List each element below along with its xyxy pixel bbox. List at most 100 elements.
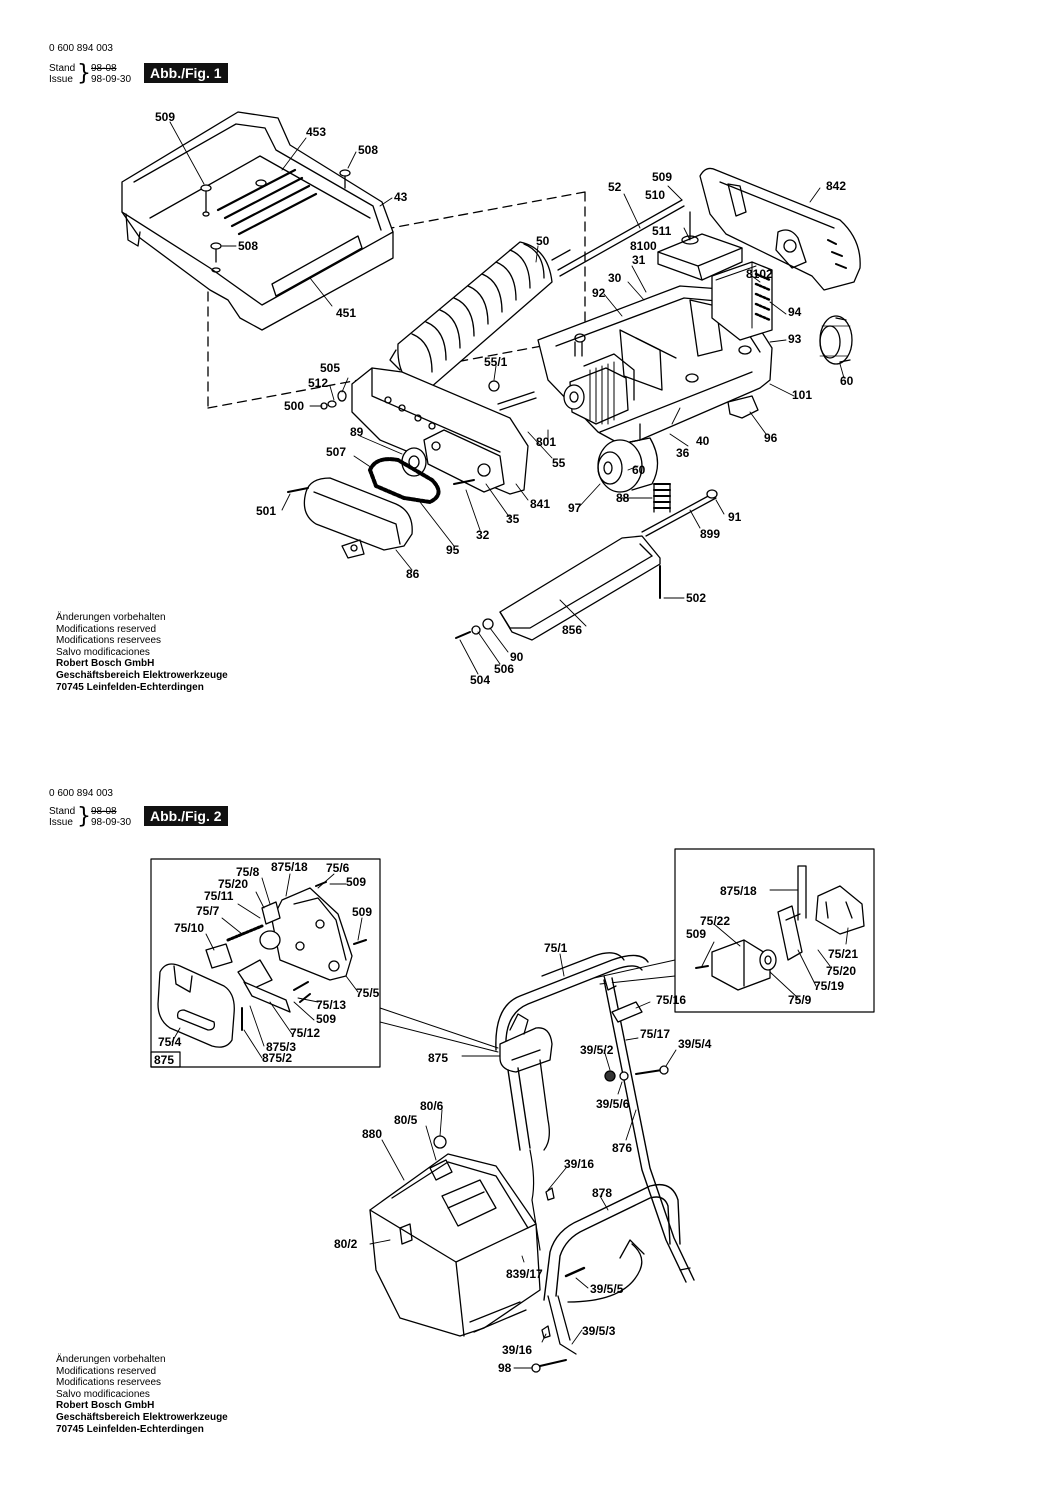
notes-line-2: Modifications reserved	[56, 1365, 157, 1377]
fig2-part-label: 509	[686, 927, 706, 941]
fig1-part-label: 31	[632, 253, 646, 267]
fig2-left-upright	[507, 1059, 550, 1251]
fig2-part-label: 75/22	[700, 914, 730, 928]
fig2-part-label: 509	[352, 905, 372, 919]
fig2-part-label: 75/13	[316, 998, 346, 1012]
fig2-part-label: 75/8	[236, 865, 260, 879]
sheet2-figure-title: Abb./Fig. 2	[144, 806, 228, 826]
notes-line-3: Modifications reservees	[56, 1377, 162, 1389]
sheet2-brace: }	[77, 804, 91, 829]
fig1-part-label: 8102	[746, 267, 773, 281]
fig1-belt	[368, 457, 441, 504]
fig1-part-label: 40	[696, 434, 710, 448]
sheet1-issue-label: Issue	[49, 74, 73, 85]
fig1-axle-cap	[706, 489, 718, 499]
fig1-part-label: 60	[632, 463, 646, 477]
fig2-part-label: 39/5/6	[596, 1097, 630, 1111]
fig1-part-label: 507	[326, 445, 346, 459]
notes-line-4: Salvo modificaciones	[56, 646, 150, 658]
fig2-part-label: 876	[612, 1141, 632, 1155]
fig1-part-label: 511	[652, 224, 672, 238]
fig2-part-label: 75/9	[788, 993, 812, 1007]
fig1-part-label: 512	[308, 376, 328, 390]
fig1-roller	[389, 241, 571, 389]
fig2-part-label: 39/5/5	[590, 1282, 624, 1296]
fig1-part-label: 504	[470, 673, 490, 687]
notes-line-4: Salvo modificaciones	[56, 1388, 150, 1400]
fig1-part-label: 95	[446, 543, 460, 557]
fig2-part-label: 875/2	[262, 1051, 292, 1065]
notes-line-1: Änderungen vorbehalten	[56, 1354, 166, 1365]
sheet1-stand-label: Stand	[49, 63, 76, 74]
fig1-screw-90	[455, 618, 494, 639]
notes-company: Robert Bosch GmbH	[56, 1400, 155, 1412]
fig1-part-label: 801	[536, 435, 556, 449]
fig1-screw-501	[287, 487, 309, 493]
sheet1-doc-number: 0 600 894 003	[49, 43, 113, 54]
fig1-small-hardware	[320, 390, 347, 410]
fig2-part-label: 80/6	[420, 1099, 444, 1113]
fig2-part-label: 80/2	[334, 1237, 358, 1251]
fig2-screw-39-5-5	[564, 1266, 586, 1278]
fig1-wheel-lower	[597, 437, 659, 493]
fig1-part-label: 86	[406, 567, 420, 581]
sheet1-stand-value: 98-08	[91, 63, 117, 74]
fig2-part-label: 875	[428, 1051, 448, 1065]
notes-division: Geschäftsbereich Elektrowerkzeuge	[56, 669, 228, 681]
fig1-part-label: 90	[510, 650, 524, 664]
fig2-part-label: 75/20	[218, 877, 248, 891]
sheet1-notes: Änderungen vorbehalten Modifications res…	[56, 612, 228, 693]
fig1-part-label: 55	[552, 456, 566, 470]
fig1-part-label: 97	[568, 501, 582, 515]
fig2-part-label: 80/5	[394, 1113, 418, 1127]
fig2-grass-box	[369, 1135, 541, 1337]
fig2-part-label: 39/16	[502, 1343, 532, 1357]
fig2-part-label: 875	[154, 1053, 174, 1067]
fig1-belt-cover	[303, 477, 413, 559]
fig1-part-label: 50	[536, 234, 550, 248]
notes-line-1: Änderungen vorbehalten	[56, 612, 166, 623]
fig1-part-label: 509	[155, 110, 175, 124]
fig2-lower-handle	[543, 1183, 681, 1355]
fig1-pulley	[401, 447, 427, 477]
fig2-part-label: 75/4	[158, 1035, 182, 1049]
fig1-part-label: 94	[788, 305, 802, 319]
fig1-part-label: 451	[336, 306, 356, 320]
fig2-part-label: 75/12	[290, 1026, 320, 1040]
fig1-part-label: 502	[686, 591, 706, 605]
fig2-switch-housing	[205, 881, 367, 1031]
fig1-part-label: 60	[840, 374, 854, 388]
fig2-inset-tag-box	[150, 1051, 181, 1068]
sheet1-brace: }	[77, 61, 91, 86]
fig1-part-label: 899	[700, 527, 720, 541]
fig1-part-label: 43	[394, 190, 408, 204]
fig2-part-label: 875/18	[720, 884, 757, 898]
fig2-upper-handle	[495, 952, 649, 1051]
sheet2-doc-number: 0 600 894 003	[49, 788, 113, 799]
fig2-switch-cover	[157, 963, 235, 1048]
fig1-terminal-box	[657, 211, 743, 281]
fig1-part-label: 501	[256, 504, 276, 518]
notes-address: 70745 Leinfelden-Echterdingen	[56, 681, 204, 693]
fig2-right-inset-parts	[695, 865, 865, 991]
notes-line-2: Modifications reserved	[56, 623, 157, 635]
fig2-part-label: 509	[316, 1012, 336, 1026]
fig2-clip	[611, 1001, 643, 1023]
fig1-part-label: 91	[728, 510, 742, 524]
fig2-part-label: 75/21	[828, 947, 858, 961]
fig1-part-label: 93	[788, 332, 802, 346]
notes-division: Geschäftsbereich Elektrowerkzeuge	[56, 1411, 228, 1423]
notes-company: Robert Bosch GmbH	[56, 658, 155, 670]
fig2-part-label: 39/16	[564, 1157, 594, 1171]
fig2-inset-pointer-left	[379, 1007, 499, 1053]
notes-address: 70745 Leinfelden-Echterdingen	[56, 1423, 204, 1435]
fig2-clip-lower	[541, 1325, 551, 1339]
fig2-assembly-arrow	[567, 1239, 645, 1303]
fig2-part-label: 75/7	[196, 904, 220, 918]
fig2-part-label: 39/5/4	[678, 1037, 712, 1051]
sheet2-stand-label: Stand	[49, 806, 76, 817]
notes-line-3: Modifications reservees	[56, 635, 162, 647]
fig2-part-label: 98	[498, 1361, 512, 1375]
fig2-right-upright	[603, 977, 695, 1283]
